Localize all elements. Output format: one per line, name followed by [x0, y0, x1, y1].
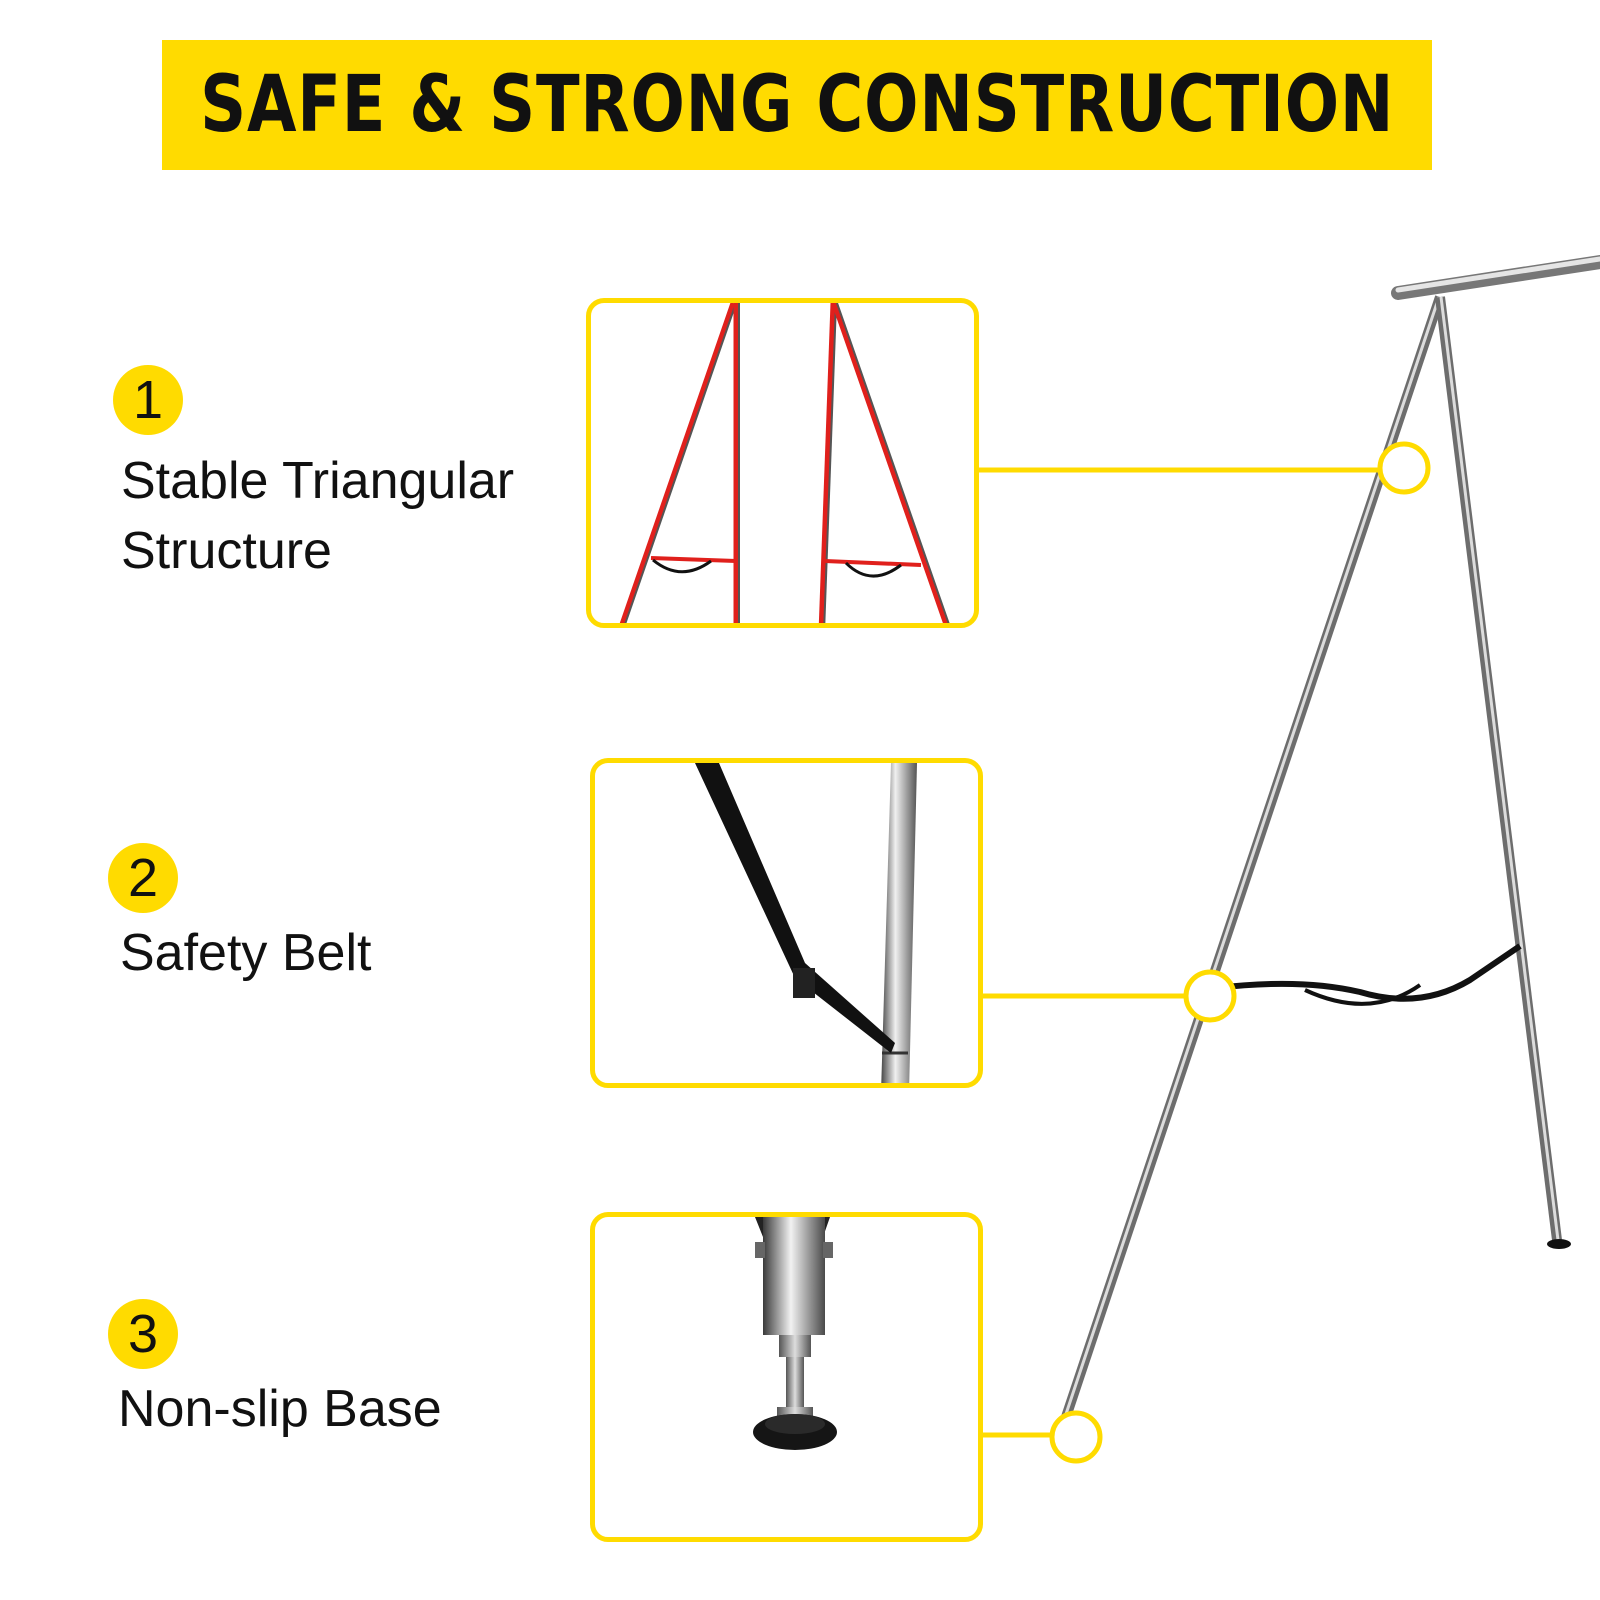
- belt-strap: [695, 763, 895, 1053]
- back-foot: [1547, 1239, 1571, 1249]
- left-frame: [619, 303, 740, 623]
- feature-label: Safety Belt: [120, 924, 372, 982]
- page-title: SAFE & STRONG CONSTRUCTION: [199, 60, 1395, 150]
- right-frame: [818, 303, 950, 623]
- safety-belt-closeup: [590, 758, 983, 1088]
- belt-buckle: [793, 968, 815, 998]
- back-leg: [1435, 296, 1562, 1241]
- top-crossbar: [1391, 255, 1600, 300]
- non-slip-base-closeup: [590, 1212, 983, 1542]
- feature-number-badge: 3: [108, 1299, 178, 1369]
- callout-marker-2: [1183, 969, 1237, 1023]
- callout-marker-3: [1049, 1410, 1103, 1464]
- header-banner: SAFE & STRONG CONSTRUCTION: [162, 40, 1432, 170]
- feature-number-badge: 2: [108, 843, 178, 913]
- callout-marker-1: [1377, 441, 1431, 495]
- pole: [881, 763, 917, 1083]
- feature-label: Structure: [121, 522, 332, 580]
- threaded-bolt: [786, 1357, 804, 1412]
- feature-label: Stable Triangular: [121, 452, 515, 510]
- feature-number-badge: 1: [113, 365, 183, 435]
- front-leg: [1060, 295, 1445, 1422]
- leg-tube: [763, 1217, 825, 1335]
- feature-label: Non-slip Base: [118, 1380, 442, 1438]
- nut: [779, 1335, 811, 1357]
- triangular-structure-closeup: [586, 298, 979, 628]
- safety-belt: [1215, 943, 1522, 1002]
